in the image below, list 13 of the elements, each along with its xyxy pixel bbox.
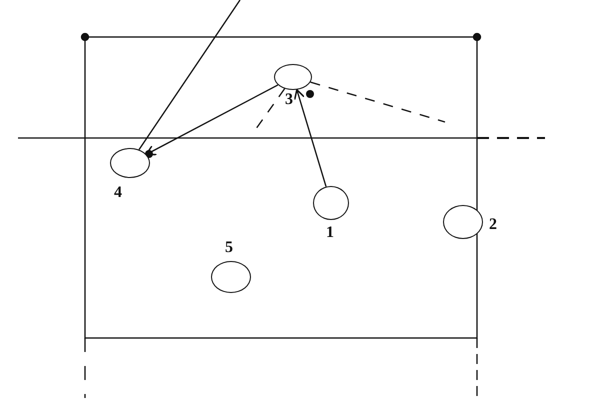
position-number: 1 — [326, 225, 334, 241]
player-circle — [211, 261, 251, 293]
position-number: 4 — [114, 185, 122, 201]
player-circle — [110, 148, 150, 178]
player-circle — [274, 64, 312, 90]
player-circle — [443, 205, 483, 239]
position-number: 3 — [285, 92, 293, 108]
position-number: 2 — [489, 217, 497, 233]
position-number: 5 — [225, 240, 233, 256]
arrow — [294, 88, 327, 187]
player-circle — [313, 186, 349, 220]
arrow — [146, 84, 278, 156]
trajectory-line — [310, 82, 446, 123]
